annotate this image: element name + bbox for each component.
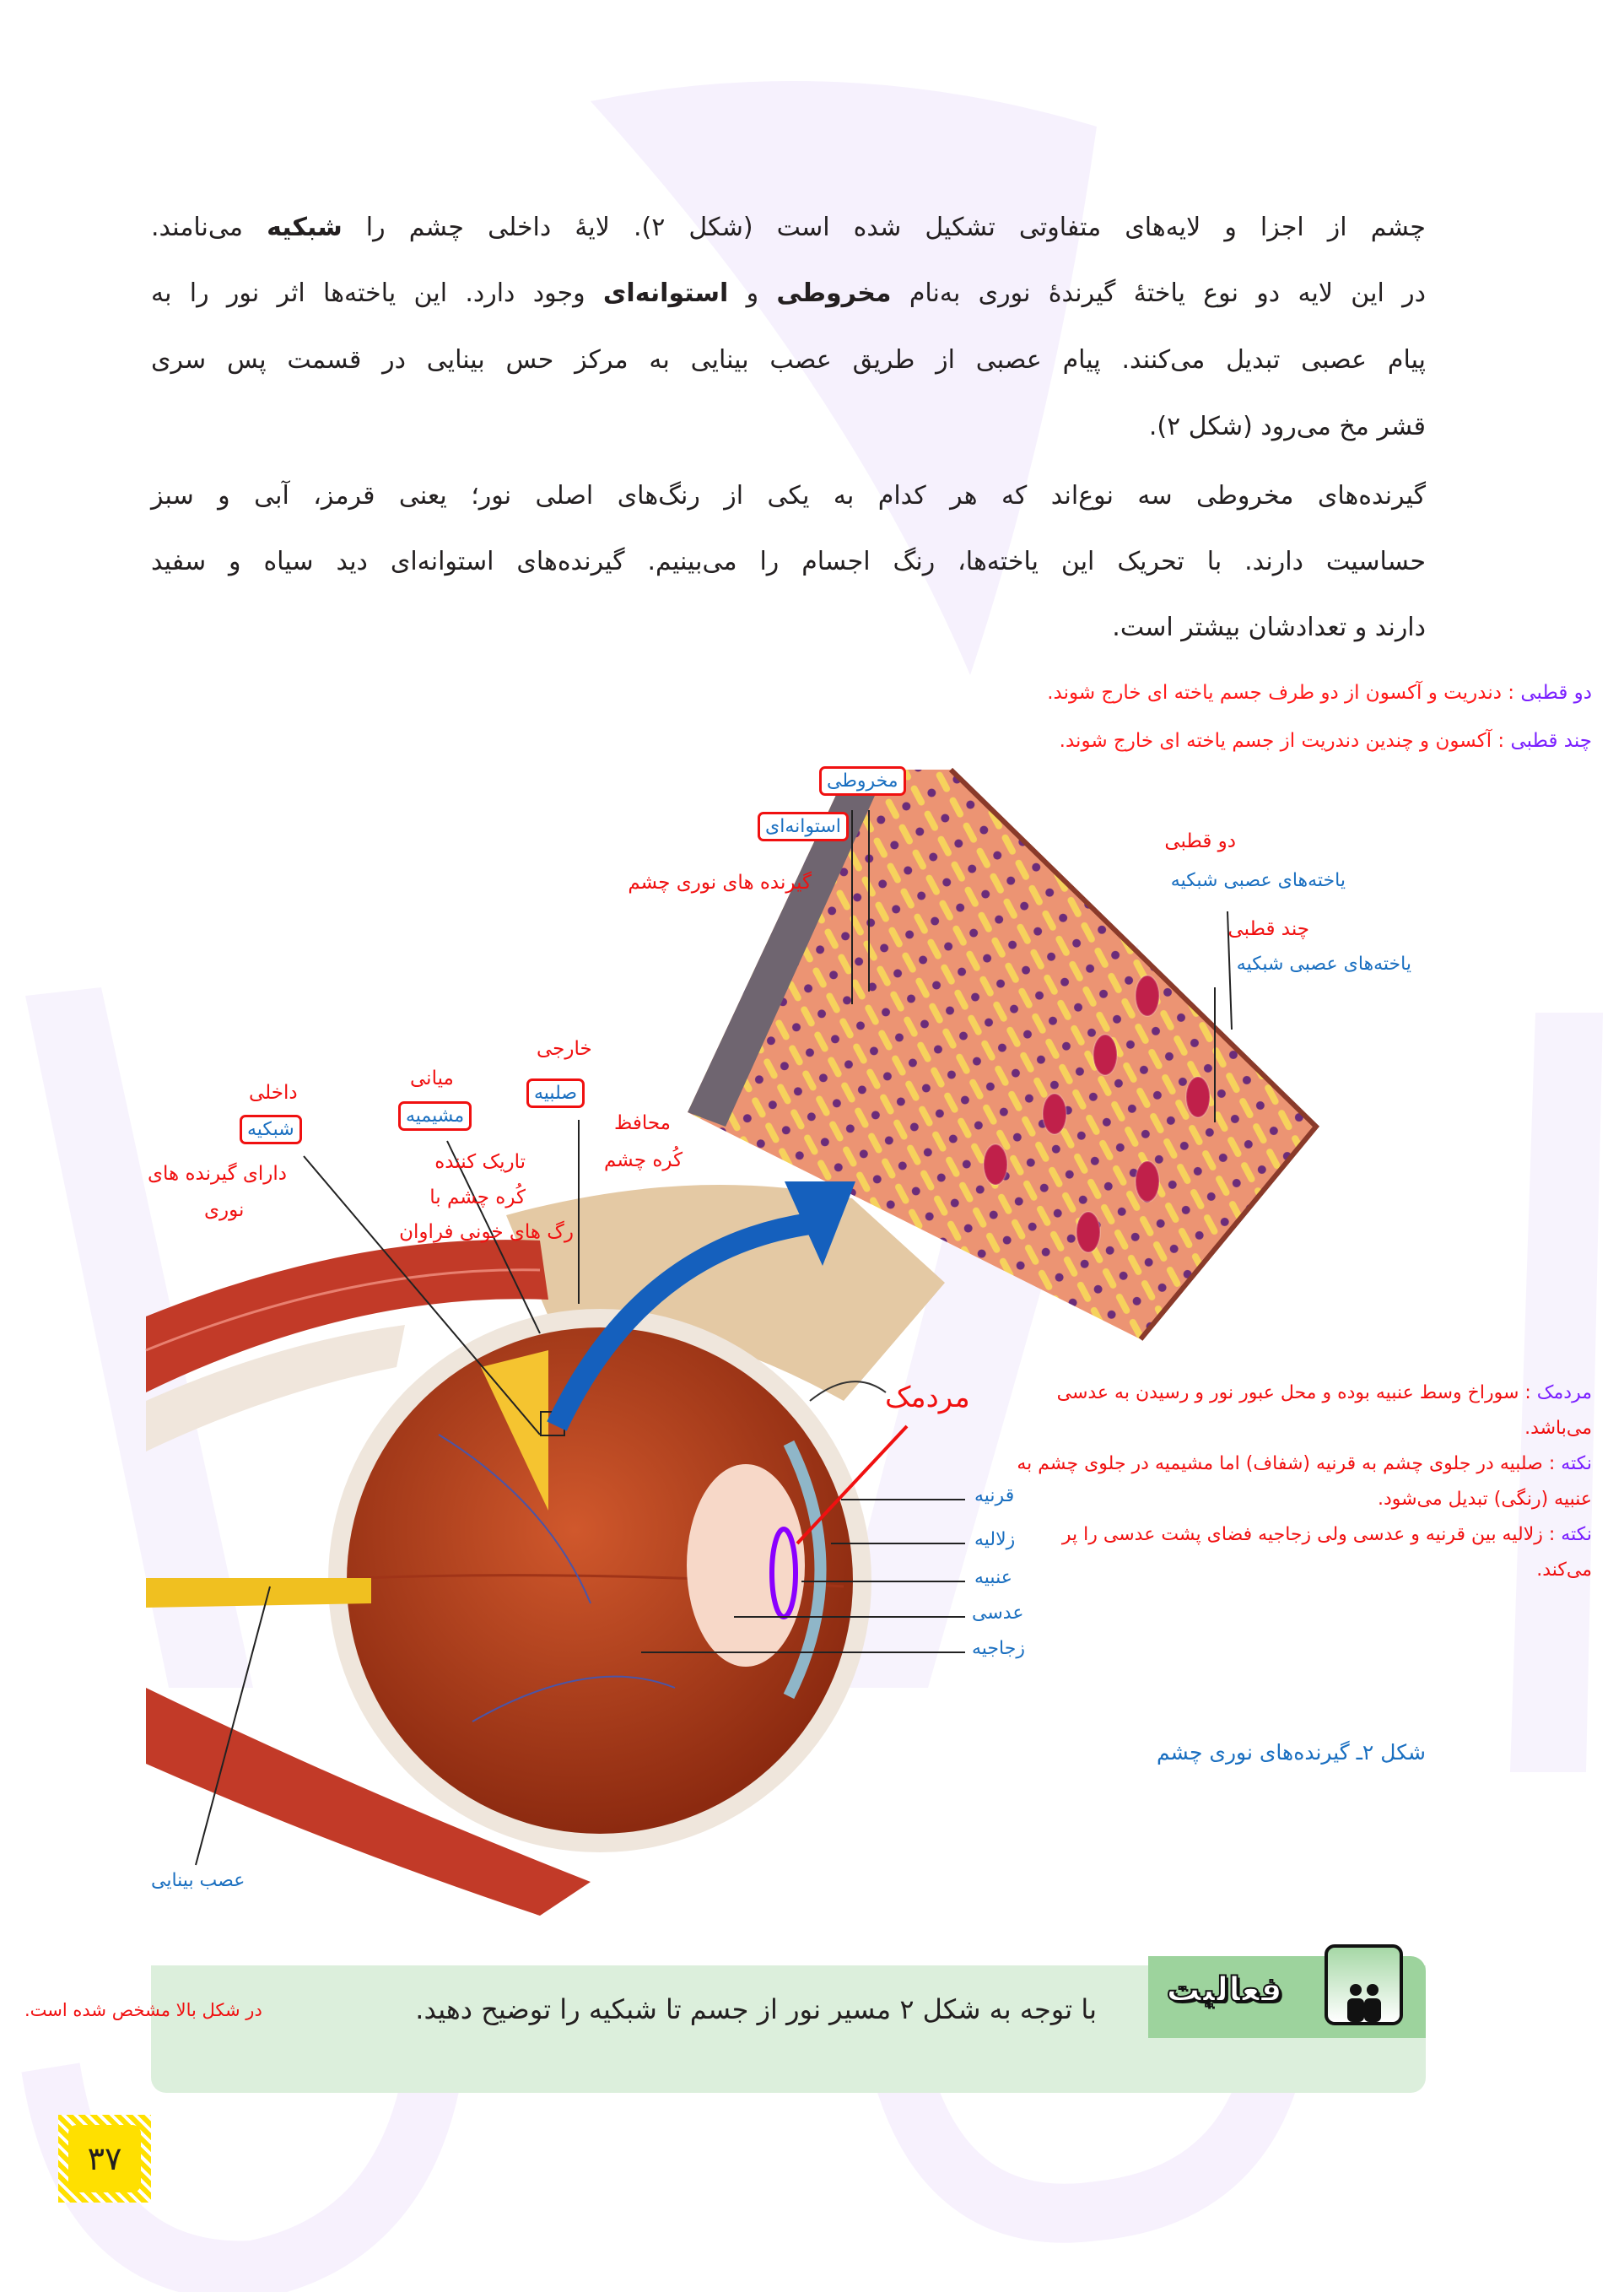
sep: :: [1492, 730, 1511, 752]
paragraph-line: پیام عصبی تبدیل می‌کنند. پیام عصبی از طر…: [151, 345, 1426, 375]
label-choroid-desc: کُره چشم با: [429, 1187, 526, 1208]
label-bipolar-cells: یاخته‌های عصبی شبکیه: [1170, 870, 1346, 891]
label-sclera: صلبیه: [526, 1078, 585, 1108]
definition-multipolar: چند قطبی : آکسون و چندین دندریت از جسم ی…: [1060, 730, 1592, 752]
text: وجود دارد. این یاخته‌ها اثر نور را به: [151, 278, 603, 308]
label-photoreceptors: گیرنده های نوری چشم: [628, 872, 812, 894]
label-retina: شبکیه: [240, 1115, 302, 1144]
label-middle: میانی: [410, 1068, 454, 1089]
term: چند قطبی: [1510, 730, 1592, 752]
label-bipolar: دو قطبی: [1164, 830, 1236, 852]
label-inner: داخلی: [249, 1082, 298, 1104]
term: نکته: [1561, 1524, 1592, 1545]
label-cone: مخروطی: [819, 766, 906, 796]
label-iris: عنبیه: [974, 1567, 1012, 1588]
sep: :: [1542, 1524, 1562, 1545]
note-text: صلبیه در جلوی چشم به قرنیه (شفاف) اما مش…: [1017, 1453, 1592, 1510]
page-number-badge: ۳۷: [58, 2115, 151, 2203]
note-aqueous: نکته : زلالیه بین قرنیه و عدسی ولی زجاجی…: [1017, 1517, 1592, 1588]
label-sclera-desc: محافظ: [614, 1112, 672, 1134]
note-pupil: مردمک : سوراخ وسط عنبیه بوده و محل عبور …: [1017, 1376, 1592, 1446]
label-sclera-desc: کُره چشم: [604, 1149, 683, 1171]
paragraph-line: قشر مخ می‌رود (شکل ۲).: [1148, 412, 1426, 441]
note-text: سوراخ وسط عنبیه بوده و محل عبور نور و رس…: [1056, 1382, 1592, 1439]
paragraph-line: حساسیت دارند. با تحریک این یاخته‌ها، رنگ…: [151, 547, 1426, 576]
sep: :: [1542, 1453, 1562, 1474]
label-choroid-desc: تاریک کننده: [434, 1151, 526, 1173]
label-choroid: مشیمیه: [398, 1101, 472, 1131]
label-vitreous: زجاجیه: [972, 1638, 1025, 1659]
definition-text: آکسون و چندین دندریت از جسم یاخته ای خار…: [1059, 730, 1492, 752]
label-lens: عدسی: [972, 1603, 1024, 1624]
text: در این لایه دو نوع یاختهٔ گیرندهٔ نوری ب…: [891, 278, 1426, 308]
label-cornea: قرنیه: [974, 1485, 1015, 1506]
definition-text: دندریت و آکسون از دو طرف جسم یاخته ای خا…: [1047, 682, 1502, 704]
definition-bipolar: دو قطبی : دندریت و آکسون از دو طرف جسم ی…: [1047, 682, 1592, 704]
bold-term: مخروطی: [776, 278, 892, 308]
activity-question: با توجه به شکل ۲ مسیر نور از جسم تا شبکی…: [415, 1993, 1097, 2025]
label-choroid-desc: رگ های خونی فراوان: [399, 1221, 574, 1243]
bold-term: شبکیه: [267, 213, 343, 242]
term: دو قطبی: [1520, 682, 1592, 704]
note-sclera: نکته : صلبیه در جلوی چشم به قرنیه (شفاف)…: [1017, 1446, 1592, 1517]
label-retina-desc: نوری: [204, 1199, 245, 1221]
note-text: زلالیه بین قرنیه و عدسی ولی زجاجیه فضای …: [1061, 1524, 1592, 1581]
label-multipolar-cells: یاخته‌های عصبی شبکیه: [1236, 954, 1411, 975]
activity-title: فعالیت: [1166, 1970, 1283, 2010]
term: نکته: [1561, 1453, 1592, 1474]
paragraph-line: گیرنده‌های مخروطی سه نوع‌اند که هر کدام …: [151, 481, 1426, 511]
text: و: [728, 278, 777, 308]
label-multipolar: چند قطبی: [1227, 918, 1309, 940]
text: می‌نامند.: [151, 213, 267, 242]
label-rod: استوانه‌ای: [758, 812, 849, 841]
people-icon: [1325, 1944, 1403, 2025]
label-aqueous: زلالیه: [974, 1529, 1016, 1550]
figure-caption: شکل ۲ـ گیرنده‌های نوری چشم: [1157, 1740, 1426, 1765]
sep: :: [1519, 1382, 1537, 1403]
page-number: ۳۷: [68, 2125, 141, 2192]
label-pupil: مردمک: [885, 1381, 970, 1414]
text: چشم از اجزا و لایه‌های متفاوتی تشکیل شده…: [342, 213, 1426, 242]
label-retina-desc: دارای گیرنده های: [148, 1163, 287, 1185]
term: مردمک: [1536, 1382, 1592, 1403]
activity-answer: در شکل بالا مشخص شده است.: [24, 2000, 262, 2020]
paragraph-line: در این لایه دو نوع یاختهٔ گیرندهٔ نوری ب…: [151, 278, 1426, 308]
label-outer: خارجی: [537, 1038, 592, 1060]
paragraph-line: دارند و تعدادشان بیشتر است.: [1112, 613, 1426, 642]
retina-section: [688, 767, 1320, 1341]
paragraph-line: چشم از اجزا و لایه‌های متفاوتی تشکیل شده…: [151, 213, 1426, 242]
bold-term: استوانه‌ای: [602, 278, 729, 308]
label-optic-nerve: عصب بینایی: [151, 1870, 245, 1891]
sep: :: [1501, 682, 1521, 704]
